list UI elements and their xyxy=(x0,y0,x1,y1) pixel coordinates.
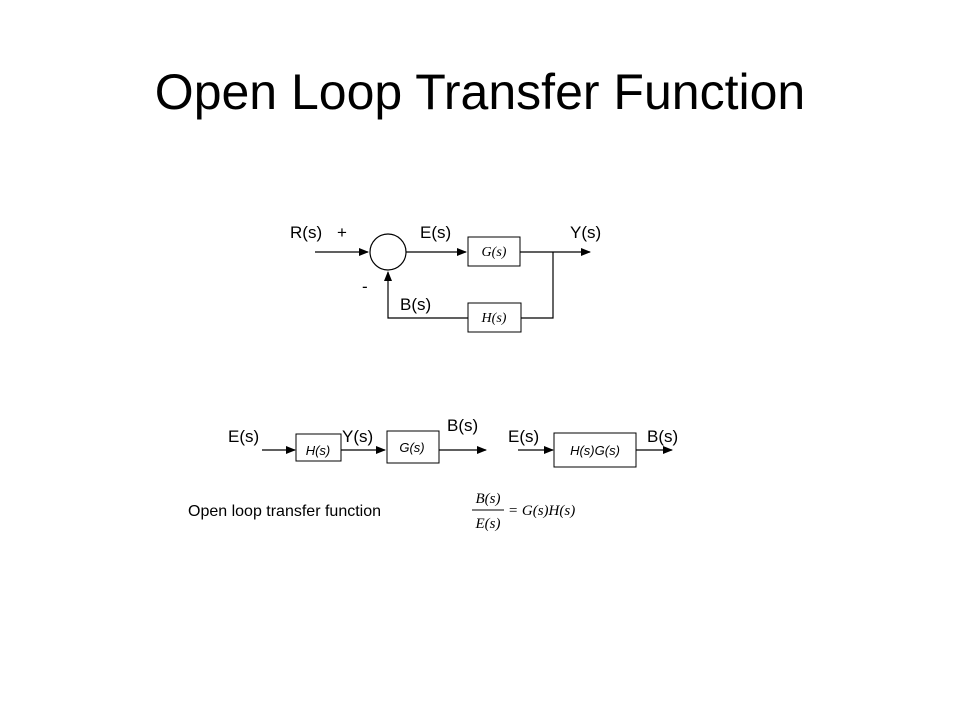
equation-rhs: = G(s)H(s) xyxy=(508,503,575,519)
open-loop-equation: B(s) E(s) = G(s)H(s) xyxy=(472,491,575,532)
forward-block-g xyxy=(467,236,521,267)
cascade-input-label: E(s) xyxy=(228,427,259,446)
combined-input-label: E(s) xyxy=(508,427,539,446)
plus-sign: + xyxy=(337,223,347,242)
cascade-block2-label: G(s) xyxy=(399,440,424,455)
feedback-block-label: H(s) xyxy=(481,311,507,326)
minus-sign: - xyxy=(362,277,368,296)
cascade-block-h xyxy=(295,433,342,462)
combined-diagram: E(s) B(s) H(s)G(s) xyxy=(508,427,678,468)
cascade-diagram: E(s) Y(s) B(s) H(s) G(s) xyxy=(228,416,487,464)
cascade-block-g xyxy=(386,430,440,464)
combined-block-label: H(s)G(s) xyxy=(570,443,620,458)
feedback-arrow xyxy=(384,271,468,319)
feedback-branch xyxy=(521,252,554,319)
forward-block-label: G(s) xyxy=(482,245,507,260)
cascade-block1-label: H(s) xyxy=(306,443,331,458)
cascade-mid-label: Y(s) xyxy=(342,427,373,446)
input-label: R(s) xyxy=(290,223,322,242)
equation-numerator: B(s) xyxy=(476,491,501,507)
equation-caption: Open loop transfer function xyxy=(188,503,382,520)
combined-output-label: B(s) xyxy=(647,427,678,446)
feedback-label: B(s) xyxy=(400,295,431,314)
equation-denominator: E(s) xyxy=(475,516,501,532)
summing-junction xyxy=(369,233,407,271)
cascade-output-label: B(s) xyxy=(447,416,478,435)
closed-loop-diagram: R(s) + - E(s) Y(s) B(s) G(s) H(s) xyxy=(290,223,601,333)
combined-block xyxy=(553,432,637,468)
page-title: Open Loop Transfer Function xyxy=(154,64,806,120)
error-label: E(s) xyxy=(420,223,451,242)
output-label: Y(s) xyxy=(570,223,601,242)
